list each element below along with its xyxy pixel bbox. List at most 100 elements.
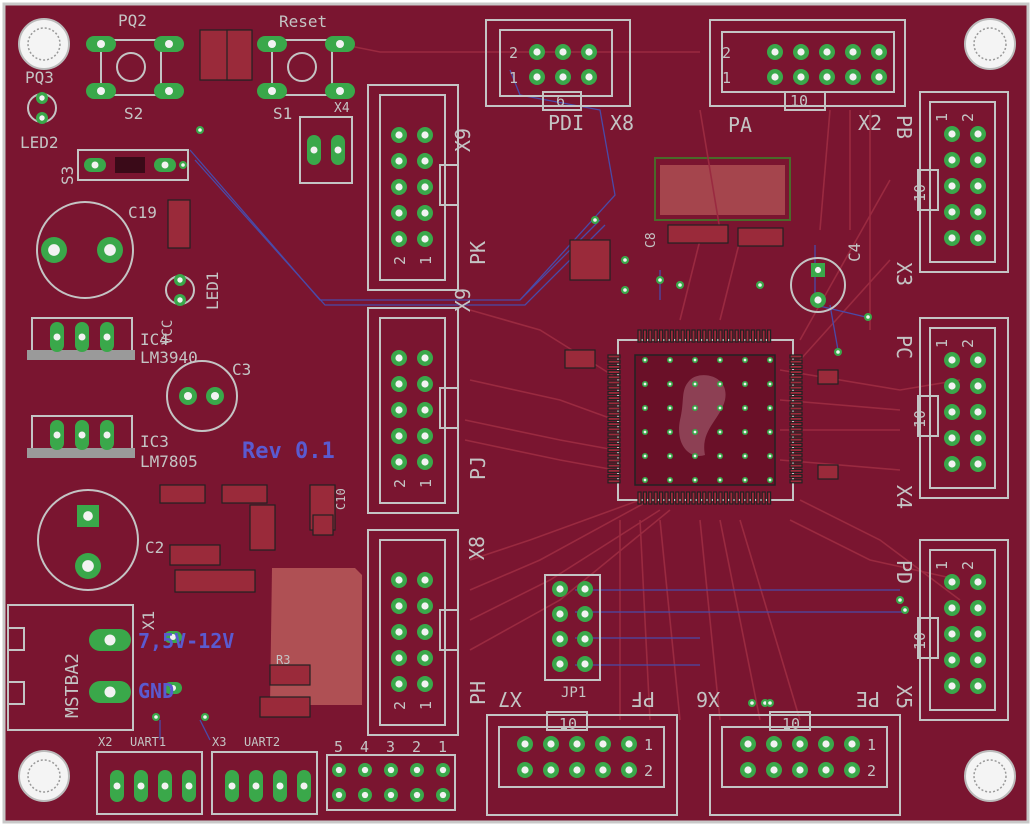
mounting-hole: [964, 750, 1016, 802]
mcu-pin-bottom: [653, 491, 658, 505]
mcu-pin-top: [745, 329, 750, 343]
button-s2: [100, 39, 162, 96]
pad-drill: [903, 608, 907, 612]
mcu-pin-left: [607, 468, 621, 473]
mcu-pin-bottom: [642, 491, 648, 505]
power-jack: [7, 604, 134, 731]
mcu-pin-left: [607, 474, 621, 479]
pad-drill: [599, 740, 607, 748]
smd-component: [159, 484, 206, 504]
pad-drill: [203, 715, 207, 719]
pad-drill: [643, 382, 647, 386]
mcu-pin-left: [607, 479, 621, 484]
pad-drill: [599, 766, 607, 774]
mcu-pin-left: [607, 448, 621, 453]
pad-drill: [185, 782, 193, 790]
pad-drill: [559, 73, 567, 81]
capacitor-c2: [37, 489, 139, 591]
pin-number: 10: [911, 184, 929, 202]
pin-number: 10: [790, 92, 808, 110]
pin-number: 10: [782, 715, 800, 733]
pad-drill: [974, 408, 982, 416]
pad-drill: [547, 766, 555, 774]
mcu-pin-bottom: [734, 491, 739, 505]
pad-drill: [849, 48, 857, 56]
pad-drill: [643, 406, 647, 410]
pad-drill: [758, 283, 762, 287]
pad-drill: [556, 585, 564, 593]
pin-number: 2: [391, 479, 409, 488]
pad-drill: [974, 630, 982, 638]
mcu-pin-top: [718, 329, 723, 343]
header-pc: [929, 327, 996, 489]
mcu-pin-right: [789, 364, 803, 369]
pad-drill: [177, 297, 183, 303]
pad-drill: [875, 48, 883, 56]
switch-s3-lever: [115, 157, 145, 173]
smd-component: [569, 239, 611, 281]
smd-component: [564, 349, 596, 369]
pin-number: 2: [867, 762, 876, 780]
pad-drill: [228, 782, 236, 790]
mcu-pin-right: [789, 385, 803, 390]
smd-component: [249, 504, 276, 551]
pin-number: 10: [911, 410, 929, 428]
pad-drill: [439, 766, 447, 774]
smd-component: [312, 514, 334, 536]
label-lm3940: LM3940: [140, 348, 198, 367]
pad-drill: [82, 560, 94, 572]
header-pc-frame: [919, 317, 1009, 499]
pin-number: 10: [559, 715, 577, 733]
pad-drill: [78, 431, 86, 439]
pin-number: 1: [933, 561, 951, 570]
pad-drill: [336, 40, 344, 48]
label-rev: Rev 0.1: [242, 439, 335, 464]
pad-drill: [718, 358, 722, 362]
trace-top: [469, 499, 651, 591]
label-led1: LED1: [203, 271, 222, 310]
mcu-pin-right: [789, 390, 803, 395]
mcu-pin-right: [789, 354, 803, 359]
header-bottom: [326, 754, 456, 811]
pad-drill: [668, 406, 672, 410]
pad-drill: [974, 656, 982, 664]
pad-drill: [814, 266, 822, 274]
mcu-pin-left: [607, 458, 621, 463]
pad-drill: [693, 406, 697, 410]
pin-number: 2: [959, 339, 977, 348]
pad-drill: [623, 288, 627, 292]
pad-drill: [421, 576, 429, 584]
pad-drill: [743, 430, 747, 434]
pad-drill: [395, 432, 403, 440]
mcu-pin-right: [789, 370, 803, 375]
pad-drill: [361, 791, 369, 799]
pad-drill: [743, 478, 747, 482]
pad-drill: [948, 234, 956, 242]
pin-number: 5: [334, 738, 343, 756]
pad-drill: [533, 73, 541, 81]
pad-drill: [974, 434, 982, 442]
mcu-pin-left: [607, 453, 621, 458]
components: [7, 19, 1009, 816]
pad-drill: [768, 701, 772, 705]
mcu-pin-left: [607, 437, 621, 442]
header-x4-small: [299, 116, 353, 184]
label-pdi: PDI: [548, 111, 584, 135]
pad-drill: [768, 454, 772, 458]
pad-drill: [395, 183, 403, 191]
mcu-pin-top: [712, 329, 718, 343]
pad-drill: [421, 380, 429, 388]
label-jp1: JP1: [561, 685, 586, 701]
pad-drill: [974, 182, 982, 190]
pad-drill: [387, 791, 395, 799]
pad-drill: [668, 358, 672, 362]
pad-drill: [743, 406, 747, 410]
pad-drill: [643, 430, 647, 434]
pad-drill: [643, 478, 647, 482]
header-pd: [929, 549, 996, 711]
pad-drill: [770, 740, 778, 748]
pad-drill: [198, 128, 202, 132]
crystal-pad: [660, 165, 785, 215]
pad-drill: [744, 740, 752, 748]
